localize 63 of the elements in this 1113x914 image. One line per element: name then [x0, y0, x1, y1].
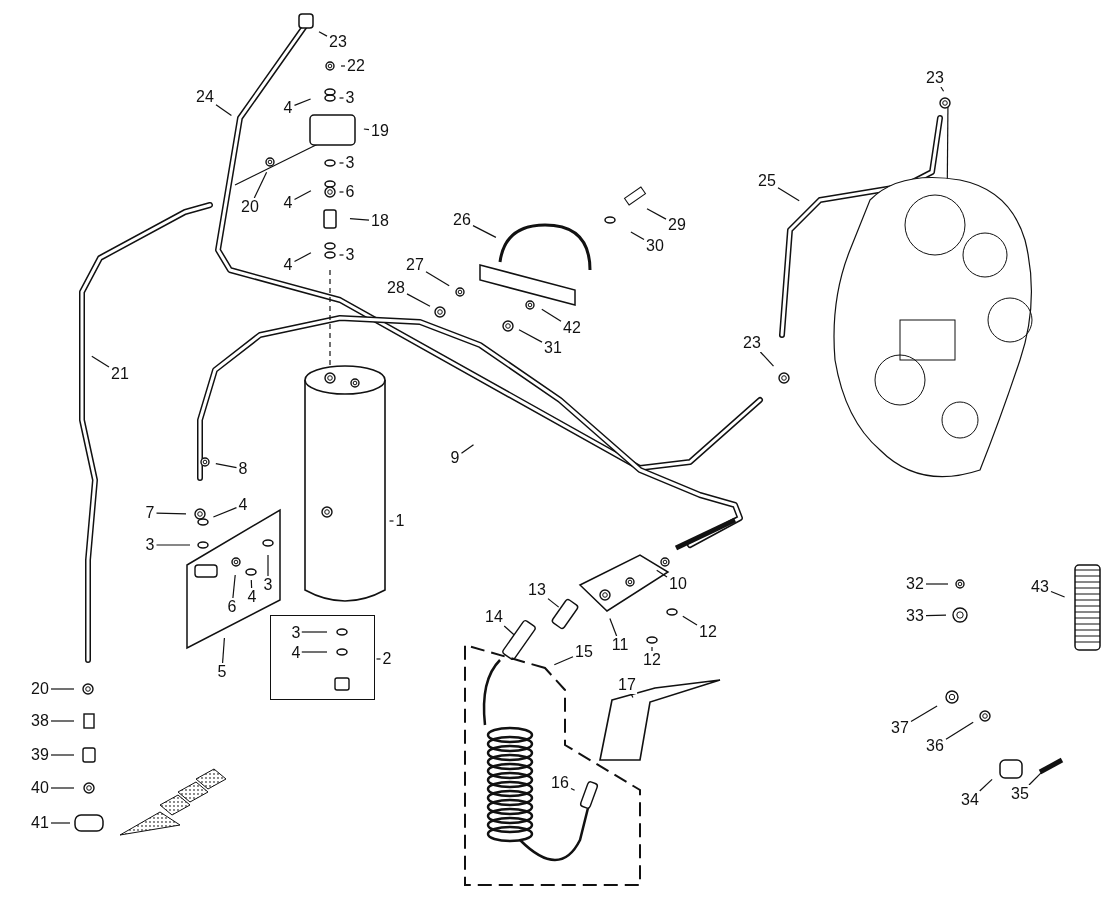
- leader-line: [215, 104, 232, 116]
- leader-line: [50, 787, 75, 789]
- leader-line: [425, 271, 450, 287]
- leader-line: [541, 308, 562, 322]
- leader-line: [267, 554, 269, 577]
- leader-line: [1028, 771, 1043, 786]
- leader-line: [375, 658, 382, 660]
- kit-outline: [580, 555, 668, 613]
- callout-number: 23: [742, 334, 762, 352]
- leader-line: [777, 187, 800, 202]
- leader-line: [300, 651, 328, 653]
- leader-line: [925, 614, 947, 617]
- leader-line: [503, 625, 515, 636]
- leader-line: [338, 191, 345, 193]
- kit-outline: [187, 508, 281, 650]
- leader-line: [50, 754, 75, 756]
- leader-line: [293, 190, 312, 201]
- leader-line: [338, 97, 345, 99]
- leader-line: [609, 617, 618, 637]
- leader-line: [759, 351, 775, 367]
- callout-number: 23: [925, 69, 945, 87]
- leader-line: [646, 208, 667, 220]
- leader-line: [338, 254, 345, 256]
- leader-line: [155, 512, 187, 515]
- leader-line: [910, 705, 938, 723]
- leader-line: [50, 720, 75, 722]
- leader-line: [630, 693, 634, 699]
- leader-line: [945, 721, 974, 740]
- leader-line: [979, 778, 993, 792]
- kit-outline: [270, 615, 375, 700]
- leader-line: [155, 544, 191, 546]
- leader-line: [338, 162, 345, 164]
- leader-line: [651, 646, 653, 652]
- leader-line: [300, 631, 328, 633]
- leader-line: [222, 637, 225, 664]
- leader-line: [656, 569, 668, 578]
- leader-line: [547, 598, 560, 608]
- leader-line: [570, 787, 576, 791]
- leader-line: [349, 218, 370, 221]
- leader-line: [215, 463, 238, 469]
- leader-line: [940, 86, 945, 92]
- leader-line: [91, 355, 110, 368]
- leader-line: [293, 98, 312, 106]
- leader-line: [682, 615, 698, 626]
- leader-line: [472, 225, 497, 238]
- leader-line: [363, 128, 370, 131]
- leader-line: [50, 688, 75, 690]
- leader-line: [50, 822, 71, 824]
- leader-line: [388, 520, 395, 522]
- leader-line: [460, 444, 475, 454]
- leader-line: [406, 293, 431, 307]
- leader-line: [518, 329, 543, 343]
- leader-line: [212, 507, 238, 518]
- leader-line: [340, 65, 346, 67]
- leader-line: [1050, 590, 1066, 598]
- leader-line: [630, 231, 645, 241]
- leader-line: [293, 252, 312, 263]
- leader-line: [232, 574, 236, 599]
- leader-line: [925, 583, 949, 585]
- leader-line: [318, 31, 328, 37]
- callout-number: 17: [617, 676, 637, 694]
- leader-line: [253, 171, 268, 199]
- leader-line: [553, 656, 574, 666]
